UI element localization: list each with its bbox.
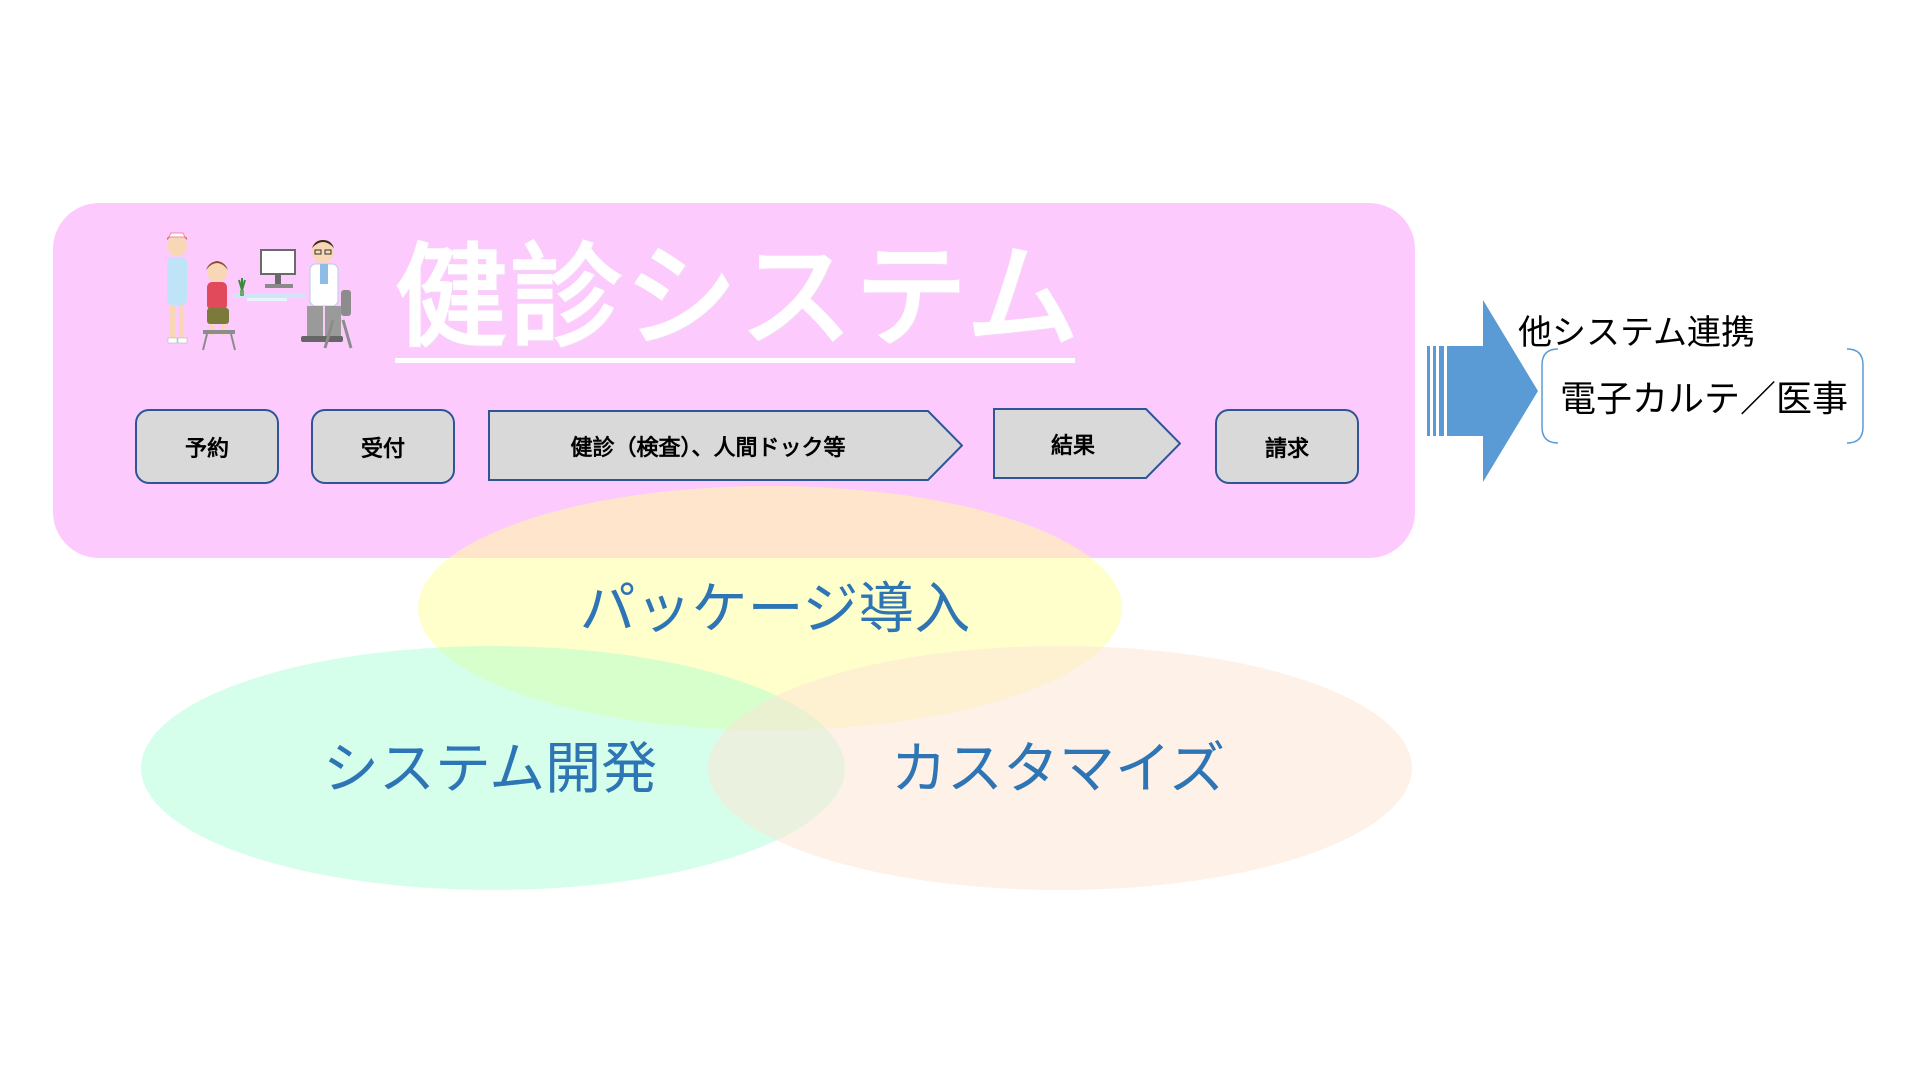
step-reception: 受付 [311, 409, 455, 484]
step-reception-label: 受付 [360, 436, 405, 462]
computer-icon [260, 249, 296, 288]
step-result: 結果 [993, 408, 1181, 479]
patient-icon [202, 261, 236, 351]
step-billing-label: 請求 [1264, 436, 1309, 462]
step-checkup: 健診（検査）、人間ドック等 [488, 410, 963, 481]
block-arrow-right-icon [1427, 300, 1538, 482]
step-reservation-label: 予約 [184, 436, 229, 462]
venn-ellipse-development [141, 646, 845, 890]
venn-ellipse-customize [708, 646, 1412, 890]
clinic-illustration [167, 232, 353, 351]
integration-heading: 他システム連携 [1518, 313, 1755, 353]
doctor-icon [301, 240, 353, 349]
title-underline [395, 358, 1075, 363]
step-billing: 請求 [1215, 409, 1359, 484]
venn-label-development: システム開発 [322, 737, 658, 802]
integration-target: 電子カルテ／医事 [1560, 379, 1849, 420]
chevron-shape [993, 408, 1181, 479]
desk-icon [233, 278, 305, 301]
venn-label-package: パッケージ導入 [579, 577, 971, 642]
venn-label-customize: カスタマイズ [890, 737, 1226, 802]
nurse-icon [167, 232, 188, 344]
step-result-label: 結果 [1050, 433, 1095, 459]
integration-target-box [1541, 348, 1864, 444]
system-title: 健診システム [395, 232, 1082, 363]
step-checkup-label: 健診（検査）、人間ドック等 [570, 435, 846, 461]
step-reservation: 予約 [135, 409, 279, 484]
chevron-shape [488, 410, 963, 481]
